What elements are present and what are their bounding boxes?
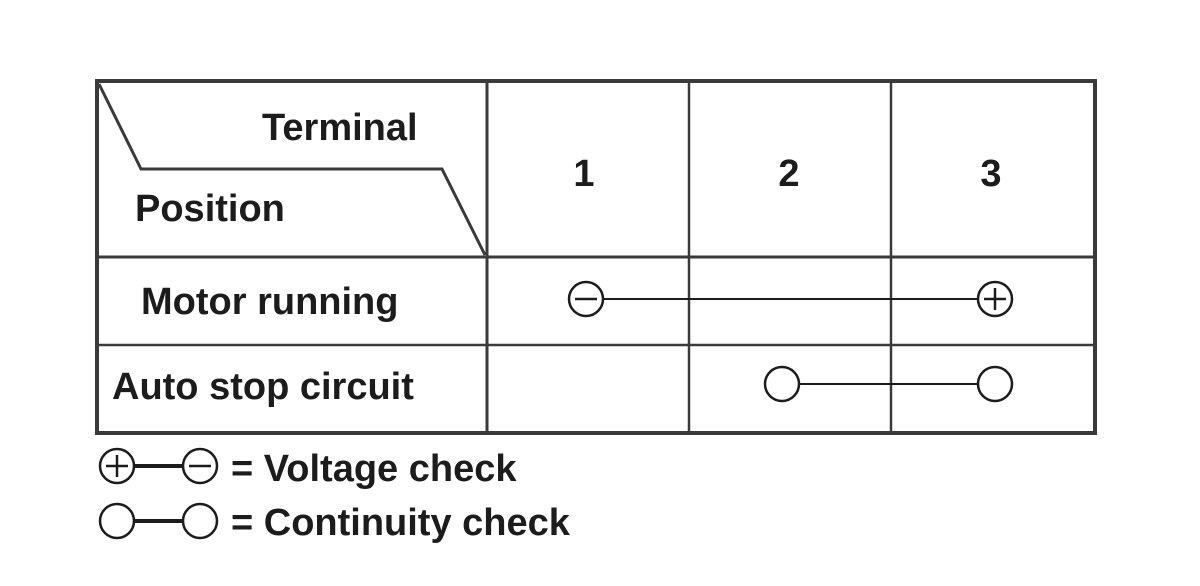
row-label-auto-stop-circuit: Auto stop circuit [112,366,414,408]
plus-terminal-icon [976,280,1014,318]
legend-open-circle-icon [98,502,136,540]
legend-open-circle-icon [181,502,219,540]
continuity-terminal-3-icon [976,365,1014,403]
minus-terminal-icon [567,280,605,318]
header-diagonal-divider [97,83,487,256]
motor-running-connection [567,280,1014,318]
legend-voltage-check: = Voltage check [98,447,517,490]
legend-plus-icon [98,447,136,485]
legend-continuity-check: = Continuity check [98,502,571,544]
auto-stop-connection [763,365,1014,403]
row-label-motor-running: Motor running [141,281,398,323]
terminal-1-label: 1 [573,153,594,195]
legend-minus-icon [181,447,219,485]
legend-voltage-check-label: = Voltage check [231,448,517,490]
terminal-3-label: 3 [980,153,1001,195]
terminal-header-label: Terminal [262,107,418,149]
terminal-2-label: 2 [778,153,799,195]
position-header-label: Position [135,188,285,230]
legend-continuity-check-label: = Continuity check [231,502,571,544]
continuity-terminal-2-icon [763,365,801,403]
